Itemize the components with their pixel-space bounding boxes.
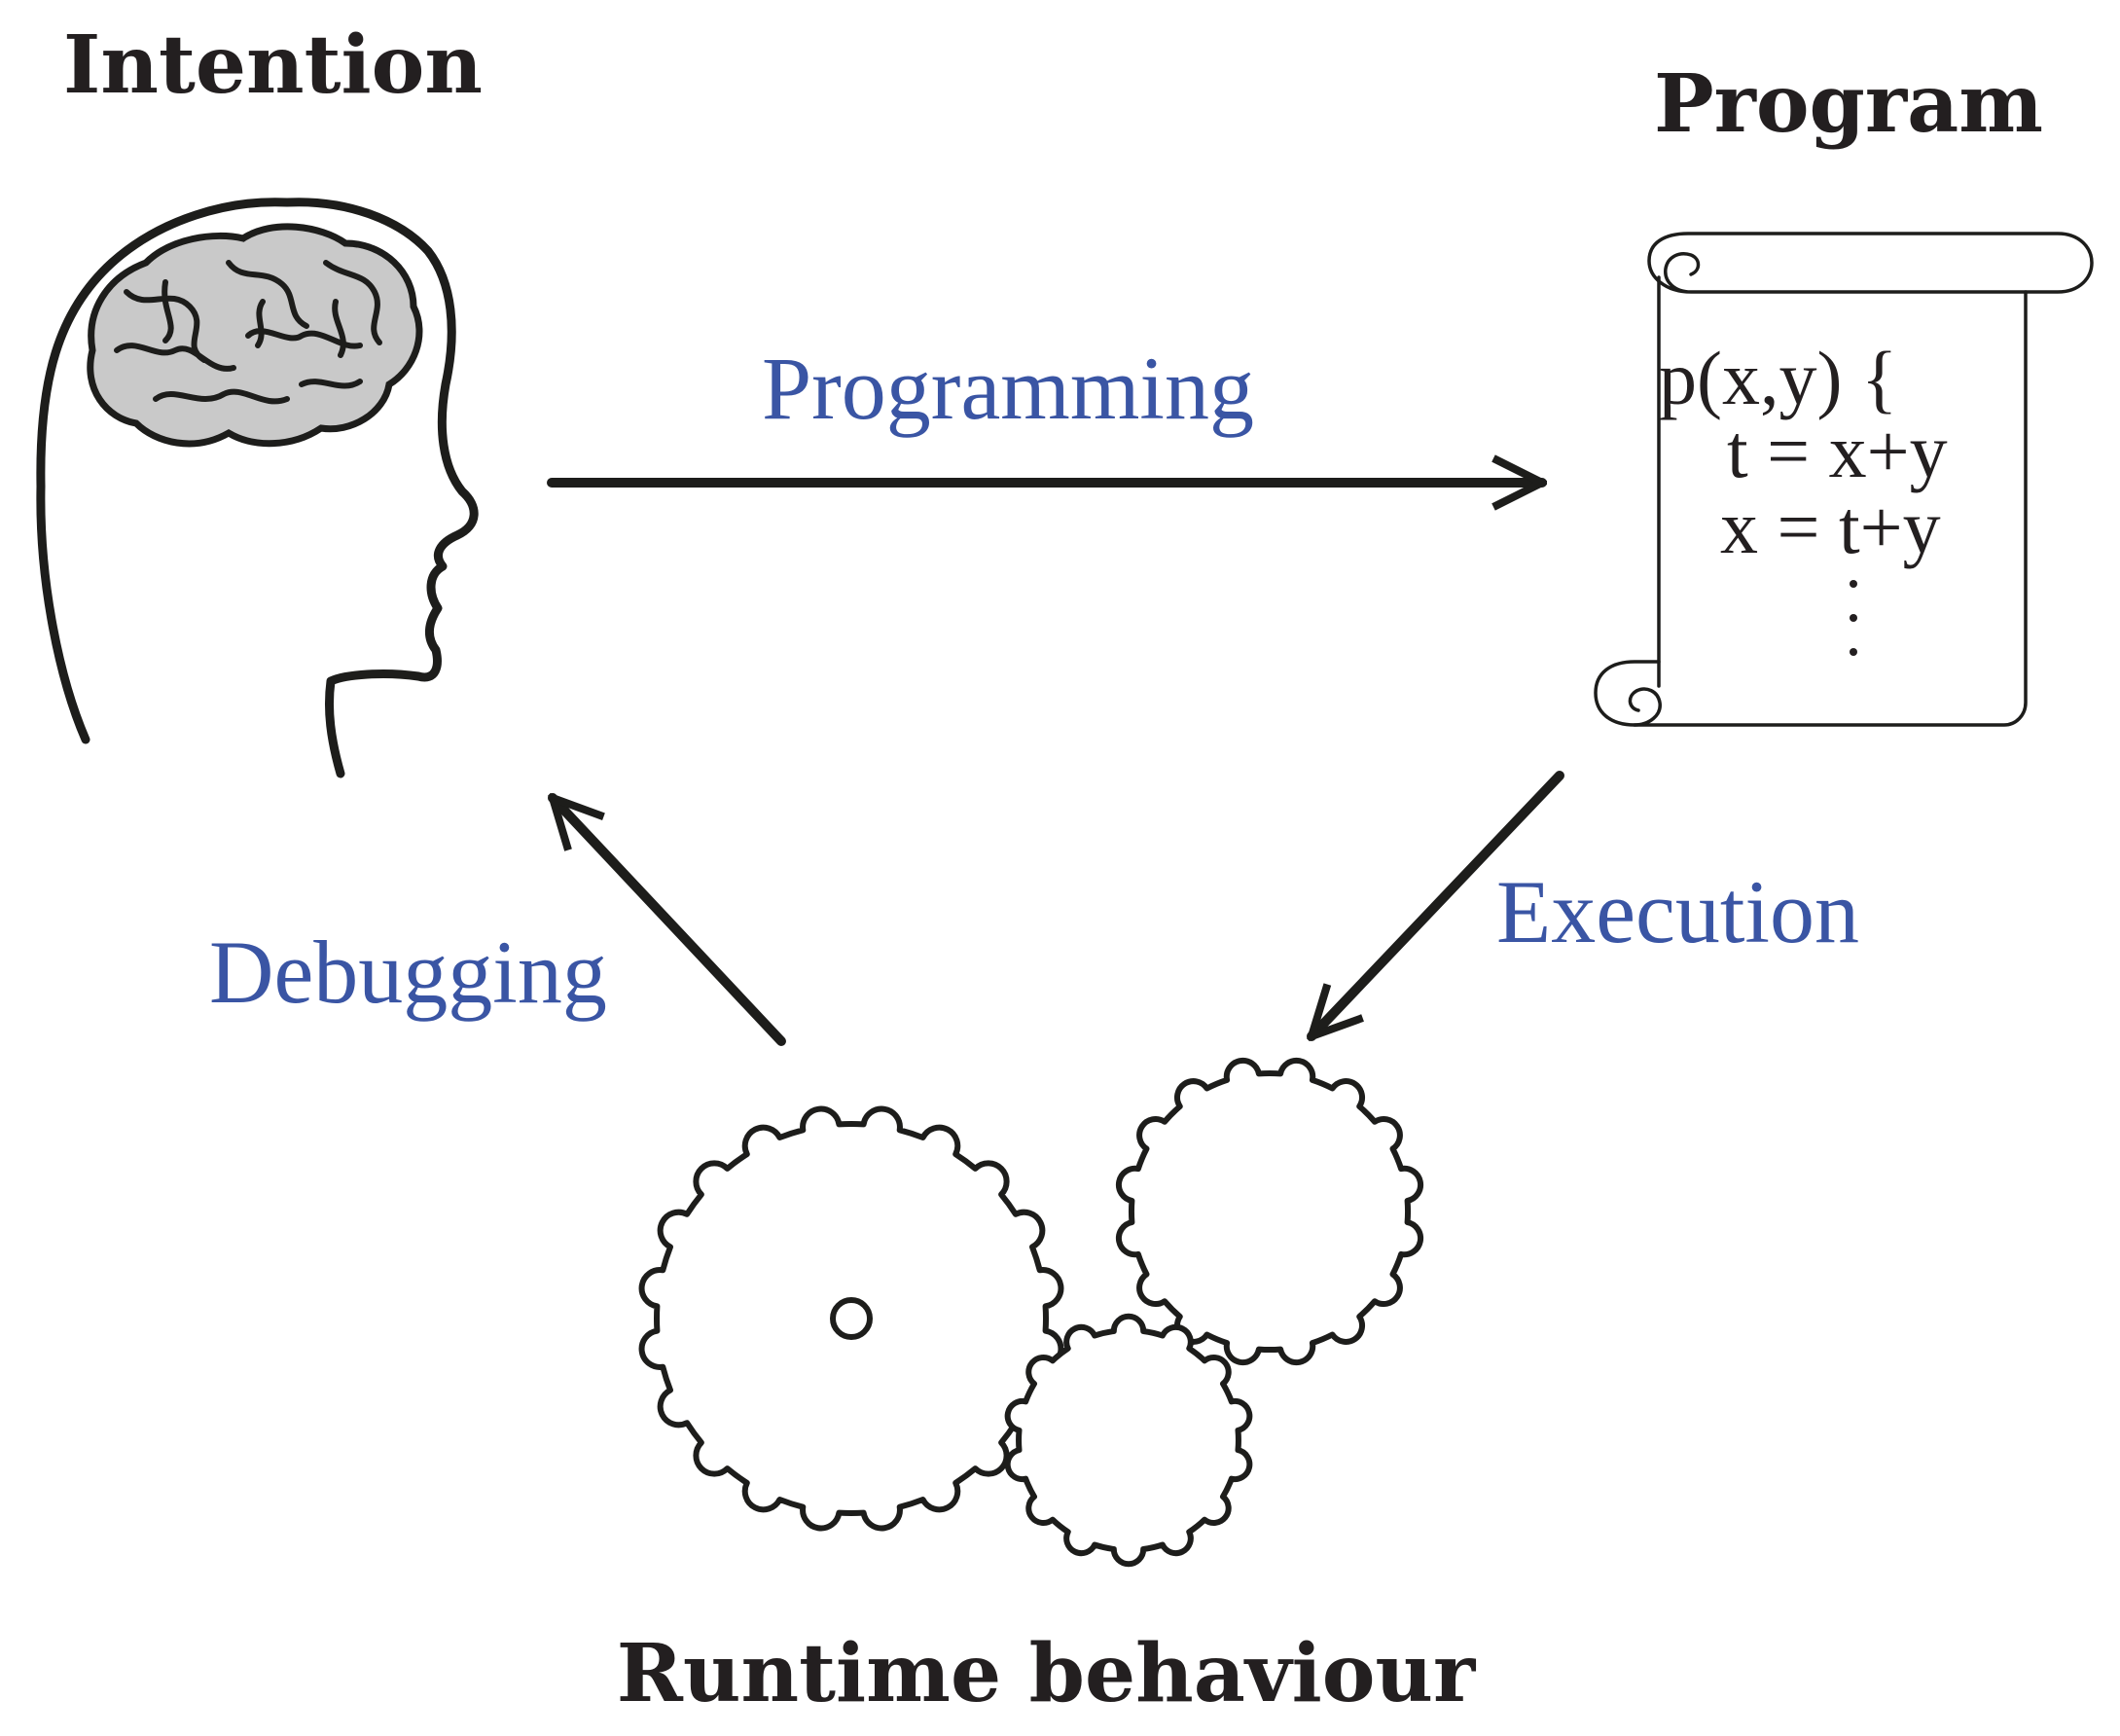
scroll-sheet bbox=[1633, 275, 2028, 727]
upper-right-gear bbox=[1115, 1057, 1424, 1366]
code-ellipsis bbox=[1850, 580, 1857, 656]
execution-label: Execution bbox=[1496, 862, 1859, 961]
programming-label: Programming bbox=[762, 339, 1254, 438]
small-gear bbox=[1004, 1313, 1253, 1568]
large-gear-hub bbox=[830, 1297, 873, 1340]
runtime-behaviour-label: Runtime behaviour bbox=[617, 1627, 1477, 1720]
code-line-1: p(x,y) { bbox=[1659, 336, 1897, 420]
code-line-3: x = t+y bbox=[1720, 485, 1941, 569]
brain-folds bbox=[114, 260, 382, 405]
brain-shape bbox=[87, 223, 423, 448]
code-line-2: t = x+y bbox=[1727, 409, 1948, 493]
execution-arrow bbox=[1312, 771, 1564, 1036]
scroll-icon: p(x,y) { t = x+y x = t+y bbox=[1594, 232, 2094, 727]
head-with-brain-icon bbox=[36, 198, 479, 778]
scroll-top-roll bbox=[1647, 232, 2094, 294]
scroll-bottom-roll bbox=[1594, 660, 1662, 727]
debugging-arrow bbox=[553, 798, 786, 1046]
intention-label: Intention bbox=[63, 18, 483, 112]
debugging-label: Debugging bbox=[209, 922, 607, 1022]
head-outline bbox=[36, 198, 479, 778]
gears-icon bbox=[638, 1057, 1424, 1568]
program-label: Program bbox=[1654, 57, 2043, 151]
